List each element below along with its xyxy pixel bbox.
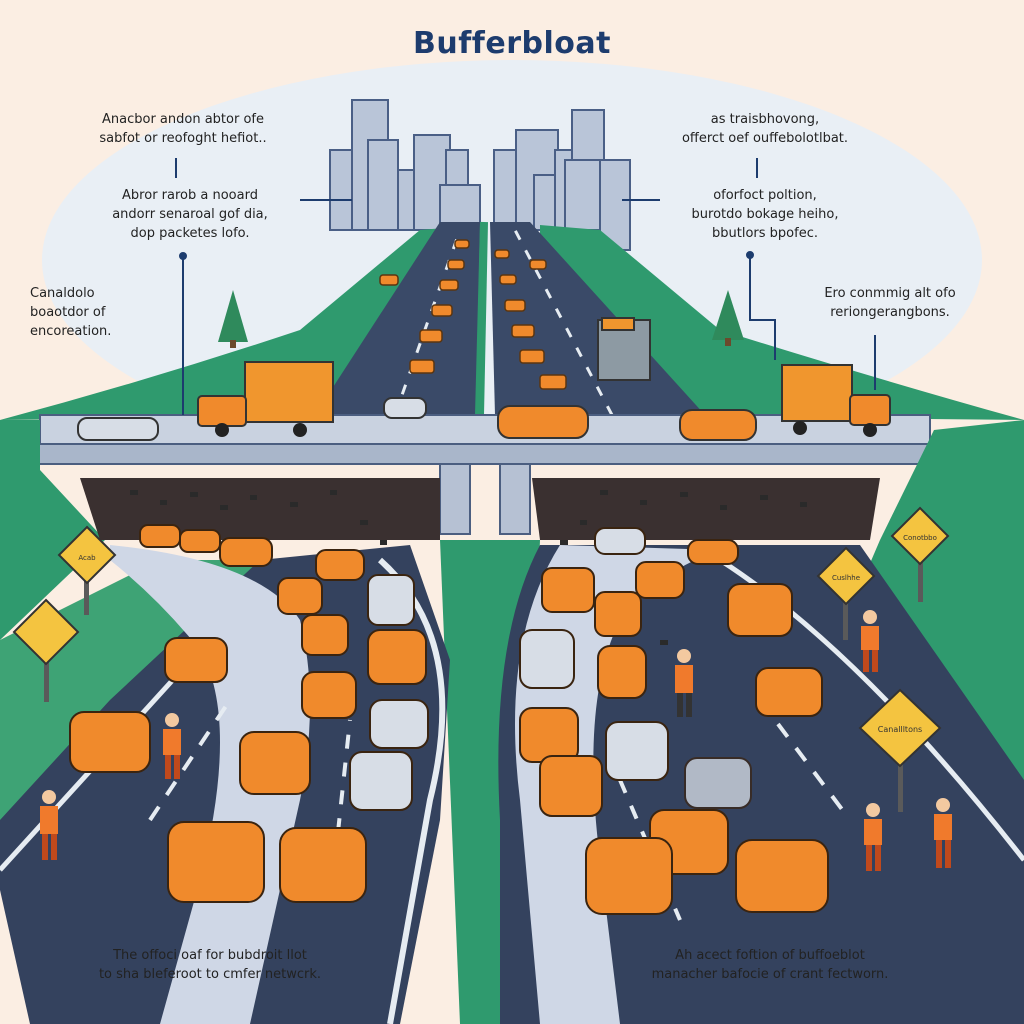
lower-left-traffic — [69, 524, 429, 903]
warning-sign-4 — [816, 546, 876, 640]
upper-traffic — [379, 239, 567, 390]
caption-line: manacher bafocie of crant fectworn. — [651, 967, 889, 982]
bridge-cars — [77, 397, 757, 441]
callout-line: reriongerangbons. — [830, 305, 950, 320]
callout-far-left: Canaldolo boaotdor of encoreation. — [30, 284, 180, 341]
callout-line: sabfot or reofoght hefiot.. — [99, 131, 267, 146]
lane-marking — [148, 698, 232, 822]
caption-line: The offoci oaf for bubdroit llot — [113, 948, 307, 963]
callout-line: dop packetes lofo. — [130, 226, 250, 241]
tree-right — [712, 290, 744, 346]
callout-far-right: Ero conmmig alt ofo reriongerangbons. — [790, 284, 990, 322]
lower-right-traffic — [519, 527, 829, 915]
warning-sign-2 — [12, 598, 80, 702]
caption-line: Ah acect foftion of buffoeblot — [675, 948, 865, 963]
sign-2-text: Conotbbo — [903, 534, 937, 542]
sign-3-text: Cuslhhe — [832, 574, 860, 582]
callout-line: offerct oef ouffebolotlbat. — [681, 131, 849, 146]
orange-truck-right — [781, 364, 891, 437]
city-skyline — [329, 99, 631, 251]
upper-road-left — [315, 222, 480, 415]
tree-left — [218, 290, 248, 348]
callout-mid-right: oforfoct poltion, burotdo bokage heiho, … — [660, 186, 870, 243]
lane-marking — [758, 698, 852, 822]
callout-line: as traisbhovong, — [710, 112, 820, 127]
orange-truck-left — [197, 361, 334, 437]
bridge-pillar — [499, 463, 531, 535]
callout-line: encoreation. — [30, 324, 112, 339]
median-strip — [476, 221, 488, 416]
callout-top-right: as traisbhovong, offerct oef ouffebolotl… — [650, 110, 880, 148]
worker-figures — [40, 610, 952, 871]
callout-mid-left: Abror rarob a nooard andorr senaroal gof… — [80, 186, 300, 243]
warning-sign-3 — [890, 506, 950, 602]
callout-line: andorr senaroal gof dia, — [112, 207, 268, 222]
callout-line: Canaldolo — [30, 286, 95, 301]
callout-line: bbutlors bpofec. — [712, 226, 818, 241]
bridge-pillar — [439, 463, 471, 535]
callout-line: Ero conmmig alt ofo — [824, 286, 956, 301]
callout-line: boaotdor of — [30, 305, 106, 320]
callout-lines — [175, 158, 876, 415]
caption-line: to sha bleferoot to cmfer netwcrk. — [98, 967, 322, 982]
bridge-beam — [35, 443, 935, 465]
tunnel-left — [80, 478, 440, 540]
lower-grass-left — [0, 420, 105, 640]
tunnel-right — [532, 478, 880, 540]
lane-marking — [333, 719, 352, 861]
left-ramp — [110, 545, 310, 1024]
upper-road-right — [490, 222, 705, 415]
callout-line: oforfoct poltion, — [713, 188, 817, 203]
sign-1-text: Acab — [78, 554, 96, 562]
grey-truck — [597, 317, 651, 381]
callout-top-left: Anacbor andon abtor ofe sabfot or reofog… — [68, 110, 298, 148]
caption-bottom-right: Ah acect foftion of buffoeblot manacher … — [620, 946, 920, 984]
caption-bottom-left: The offoci oaf for bubdroit llot to sha … — [40, 946, 380, 984]
callout-line: burotdo bokage heiho, — [691, 207, 839, 222]
callout-line: Anacbor andon abtor ofe — [102, 112, 264, 127]
warning-sign-1 — [57, 525, 117, 615]
warning-sign-5 — [858, 688, 942, 812]
sign-4-text: Canallltons — [878, 725, 922, 734]
callout-line: Abror rarob a nooard — [122, 188, 258, 203]
page-title: Bufferbloat — [413, 26, 611, 61]
packet-debris — [130, 490, 807, 645]
